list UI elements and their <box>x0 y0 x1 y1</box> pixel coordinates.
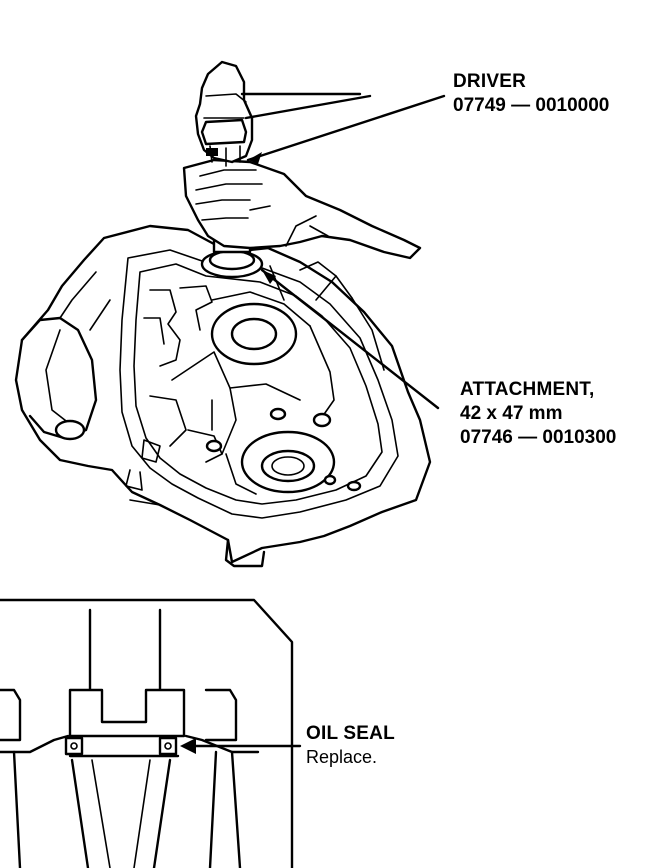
driver-leader <box>246 94 446 162</box>
section-attachment <box>68 688 186 738</box>
case-flange-inner <box>133 263 383 505</box>
case-flange <box>119 249 399 519</box>
section-oil-seal <box>64 736 84 756</box>
attachment-size: 42 x 47 mm <box>460 403 563 424</box>
attachment-leader <box>260 268 440 410</box>
attachment-label: ATTACHMENT, <box>460 379 595 400</box>
central-bore <box>230 317 278 351</box>
attachment-callout: ATTACHMENT, 42 x 47 mm 07746 — 0010300 <box>460 378 616 450</box>
driver-label: DRIVER <box>453 71 526 92</box>
mount-hole-left <box>54 419 86 441</box>
oil-seal-label: OIL SEAL <box>306 723 395 744</box>
oil-seal-callout: OIL SEAL Replace. <box>306 722 395 768</box>
bearing-bore <box>260 449 316 483</box>
transmission-case <box>14 224 432 568</box>
oil-seal-note: Replace. <box>306 747 378 767</box>
leader-lines <box>246 94 446 410</box>
driver-handle <box>194 60 254 164</box>
driver-tool-assembly <box>182 60 422 279</box>
driver-part-number: 07749 — 0010000 <box>453 95 610 116</box>
gloved-hand <box>182 158 422 260</box>
mount-ear-left <box>20 316 98 440</box>
attachment-part-number: 07746 — 0010300 <box>460 427 617 448</box>
seal-cross-section <box>0 598 302 868</box>
driver-callout: DRIVER 07749 — 0010000 <box>453 70 609 118</box>
